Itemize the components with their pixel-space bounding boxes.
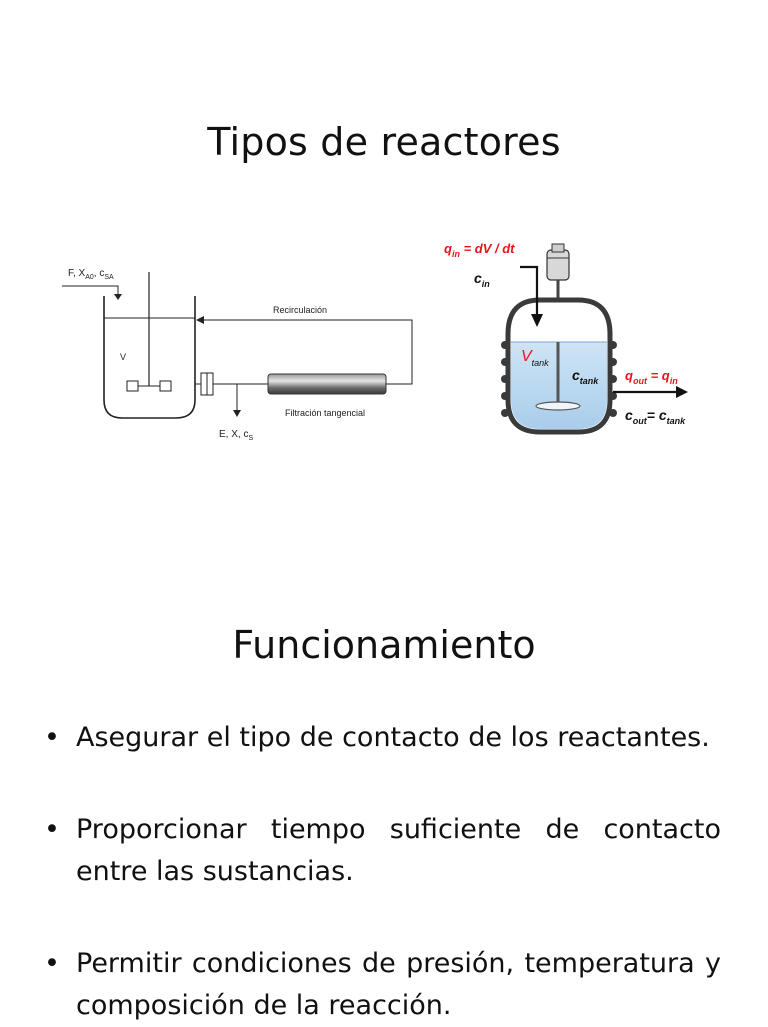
v-tank-label: Vtank [521,348,549,368]
bullet-item-2: • Proporcionar tiempo suficiente de cont… [40,809,721,893]
bullet-list: • Asegurar el tipo de contacto de los re… [40,717,721,1027]
recirculation-arrowhead [196,316,204,324]
inlet-arrow [520,265,539,316]
recirculation-loop [198,319,413,385]
slide-title: Tipos de reactores [207,120,561,164]
feed-arrow [62,285,119,296]
c-tank-label: ctank [572,367,599,386]
bullet-text: Permitir condiciones de presión, tempera… [76,948,721,1021]
section-title: Funcionamiento [232,623,536,667]
feed-arrowhead [114,294,122,300]
exit-arrowhead [233,410,241,417]
bullet-marker: • [44,948,60,979]
bullet-item-1: • Asegurar el tipo de contacto de los re… [40,717,721,759]
c-out-label: cout= ctank [625,407,686,426]
feed-label: F, XA0, cSA [68,268,114,281]
inlet-arrowhead [531,314,543,327]
volume-label: V [120,352,126,362]
valve-2 [206,372,214,396]
q-in-label: qin = dV / dt [444,241,515,259]
recirculation-label: Recirculación [273,305,327,315]
tank-impeller [535,401,581,411]
impeller-right [159,380,172,392]
impeller-left [126,380,139,392]
tank-liquid [511,342,607,429]
tank-body [505,297,613,435]
motor [546,249,570,281]
outlet-arrowhead [676,386,688,398]
bullet-marker: • [44,722,60,753]
exit-label: E, X, cS [219,429,253,442]
bullet-item-3: • Permitir condiciones de presión, tempe… [40,943,721,1027]
filtration-label: Filtración tangencial [285,408,365,418]
q-out-label: qout = qin [625,368,678,386]
bullet-marker: • [44,814,60,845]
tank-wall [103,296,196,419]
filtration-module [267,373,387,395]
tank-wall-bumps [501,341,617,417]
valve-1 [200,372,208,396]
c-in-label: cin [474,270,490,289]
bullet-text: Asegurar el tipo de contacto de los reac… [76,722,710,753]
bullet-text: Proporcionar tiempo suficiente de contac… [76,814,721,887]
